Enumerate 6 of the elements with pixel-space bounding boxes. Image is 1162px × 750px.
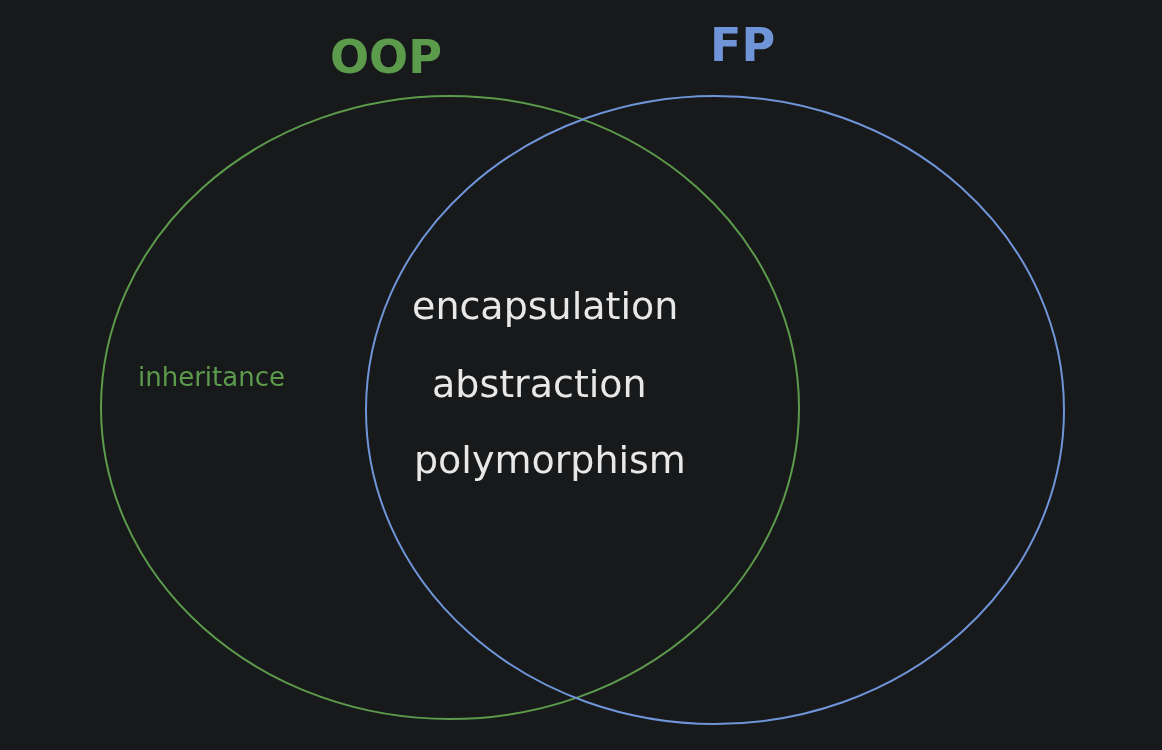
set-title: FP	[710, 18, 776, 72]
set-item: inheritance	[138, 362, 285, 392]
shared-item: encapsulation	[412, 284, 679, 328]
shared-item: polymorphism	[414, 438, 686, 482]
shared-item: abstraction	[432, 362, 647, 406]
set-title: OOP	[330, 30, 442, 84]
